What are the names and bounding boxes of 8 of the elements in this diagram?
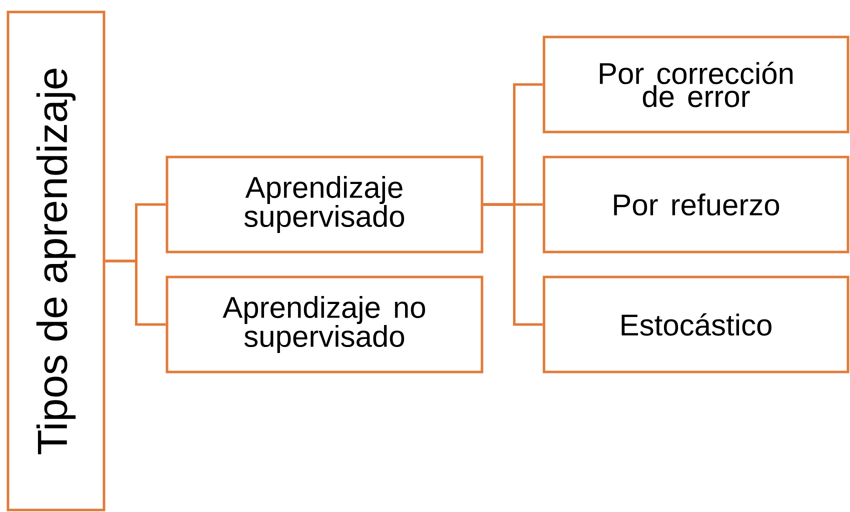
connector-line	[105, 260, 166, 326]
connector-line	[483, 203, 543, 326]
type-box: Por corrección de error	[542, 36, 850, 134]
category-box: Aprendizaje supervisado	[166, 156, 484, 254]
type-box: Por refuerzo	[542, 156, 850, 254]
type-box: Estocástico	[542, 276, 850, 374]
title-box: Tipos de aprendizaje	[6, 10, 106, 512]
category-box: Aprendizaje no supervisado	[166, 276, 484, 374]
